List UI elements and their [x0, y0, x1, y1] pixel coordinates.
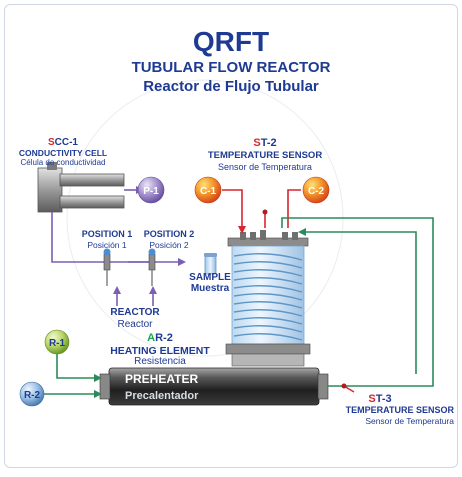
purple-pipes — [51, 189, 178, 263]
conductivity-cell — [37, 162, 125, 213]
st3-tag: ST-3 — [340, 394, 420, 405]
arrow-r1 — [94, 374, 102, 382]
st2-tag-rest: T-2 — [260, 137, 277, 149]
ball-c2-label: C-2 — [308, 186, 325, 197]
position-2-label: POSITION 2 — [143, 229, 195, 239]
ball-c2: C-2 — [302, 176, 330, 204]
ball-r1: R-1 — [44, 329, 70, 355]
st3-sensor-dot — [341, 383, 347, 389]
reactor-column — [225, 230, 311, 367]
st3-label-es: Sensor de Temperatura — [365, 416, 454, 426]
st2-label-en: TEMPERATURE SENSOR — [207, 150, 323, 161]
ar2-label-en: HEATING ELEMENT — [110, 345, 210, 357]
scc1-label-es: Célula de conductividad — [20, 158, 106, 167]
valve-position-1 — [103, 248, 111, 286]
st2-label-es: Sensor de Temperatura — [218, 162, 312, 172]
ball-r2: R-2 — [19, 381, 45, 407]
valve-position-2 — [148, 248, 156, 286]
scc1-tag-prefix: S — [47, 137, 55, 148]
arrow-return — [298, 228, 306, 236]
ball-r2-label: R-2 — [24, 390, 41, 401]
header-title-es: Reactor de Flujo Tubular — [143, 78, 319, 95]
reactor-label: REACTOR — [110, 307, 160, 318]
arrow-r2 — [94, 390, 102, 398]
position-1-sublabel: Posición 1 — [87, 240, 127, 250]
preheater-sublabel: Precalentador — [125, 390, 199, 402]
preheater-tube — [99, 367, 329, 406]
ball-p1-label: P-1 — [143, 186, 159, 197]
sample-vial — [204, 253, 217, 275]
scc1-tag-rest: CC-1 — [54, 137, 78, 148]
red-pipes — [222, 189, 301, 228]
sample-label: SAMPLE — [189, 272, 231, 283]
st3-tag-rest: T-3 — [375, 393, 392, 405]
flow-arrow-to-sample — [178, 258, 186, 266]
st2-tag: ST-2 — [205, 138, 325, 149]
position-2-sublabel: Posición 2 — [149, 240, 189, 250]
ball-p1: P-1 — [137, 176, 165, 204]
green-pipes — [44, 217, 434, 395]
ball-c1-label: C-1 — [200, 186, 217, 197]
reactor-sublabel: Reactor — [117, 319, 153, 330]
sample-sublabel: Muestra — [190, 283, 230, 294]
ar2-tag-prefix: A — [147, 332, 156, 344]
scc1-tag: SCC-1 — [8, 138, 118, 148]
header-title-en: TUBULAR FLOW REACTOR — [131, 59, 331, 76]
ball-c1: C-1 — [194, 176, 222, 204]
header-code: QRFT — [192, 26, 270, 57]
st2-tag-prefix: S — [253, 137, 261, 149]
position-1-label: POSITION 1 — [81, 229, 133, 239]
ball-r1-label: R-1 — [49, 338, 66, 349]
ar2-tag-rest: R-2 — [155, 332, 173, 344]
scc1-label-en: CONDUCTIVITY CELL — [18, 148, 108, 158]
preheater-label: PREHEATER — [125, 372, 198, 386]
ar2-tag: AR-2 — [90, 333, 230, 344]
st2-sensor-dot — [262, 209, 268, 215]
arrow-c1-down — [238, 226, 246, 234]
ar2-label-es: Resistencia — [134, 356, 186, 367]
st3-tag-prefix: S — [368, 393, 376, 405]
st3-label-en: TEMPERATURE SENSOR — [345, 405, 454, 415]
reactor-arrows — [113, 286, 157, 306]
